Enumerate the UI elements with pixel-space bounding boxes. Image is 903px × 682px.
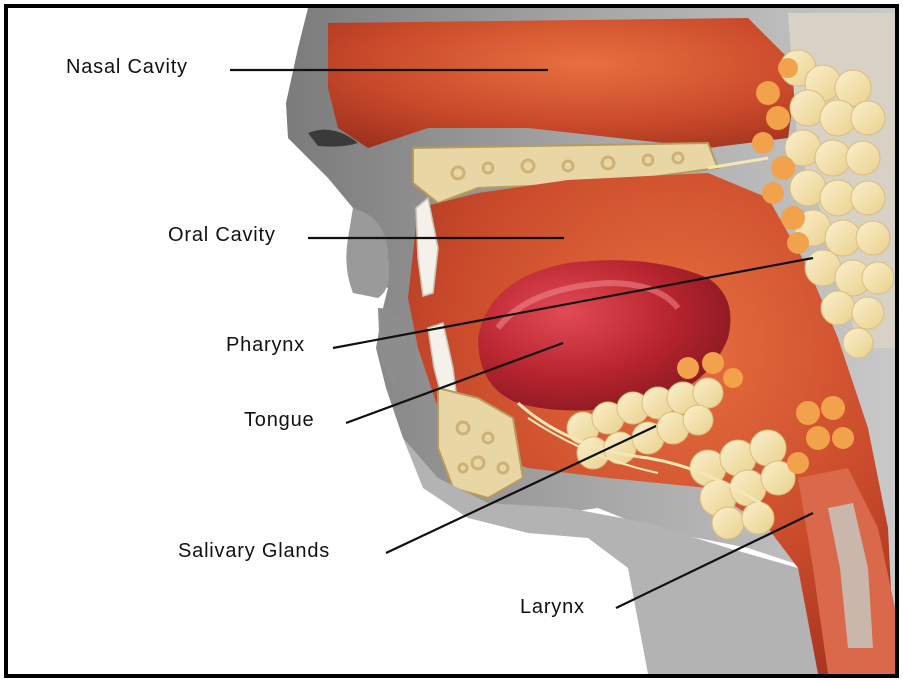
diagram-frame: Nasal Cavity Oral Cavity Pharynx Tongue … bbox=[4, 4, 899, 678]
label-tongue: Tongue bbox=[244, 409, 314, 432]
label-pharynx: Pharynx bbox=[226, 334, 305, 357]
label-salivary-glands: Salivary Glands bbox=[178, 540, 330, 563]
label-oral-cavity: Oral Cavity bbox=[168, 224, 276, 247]
nasal-flesh bbox=[328, 18, 798, 148]
label-nasal-cavity: Nasal Cavity bbox=[66, 56, 188, 79]
label-larynx: Larynx bbox=[520, 596, 585, 619]
anatomy-illustration bbox=[8, 8, 895, 674]
